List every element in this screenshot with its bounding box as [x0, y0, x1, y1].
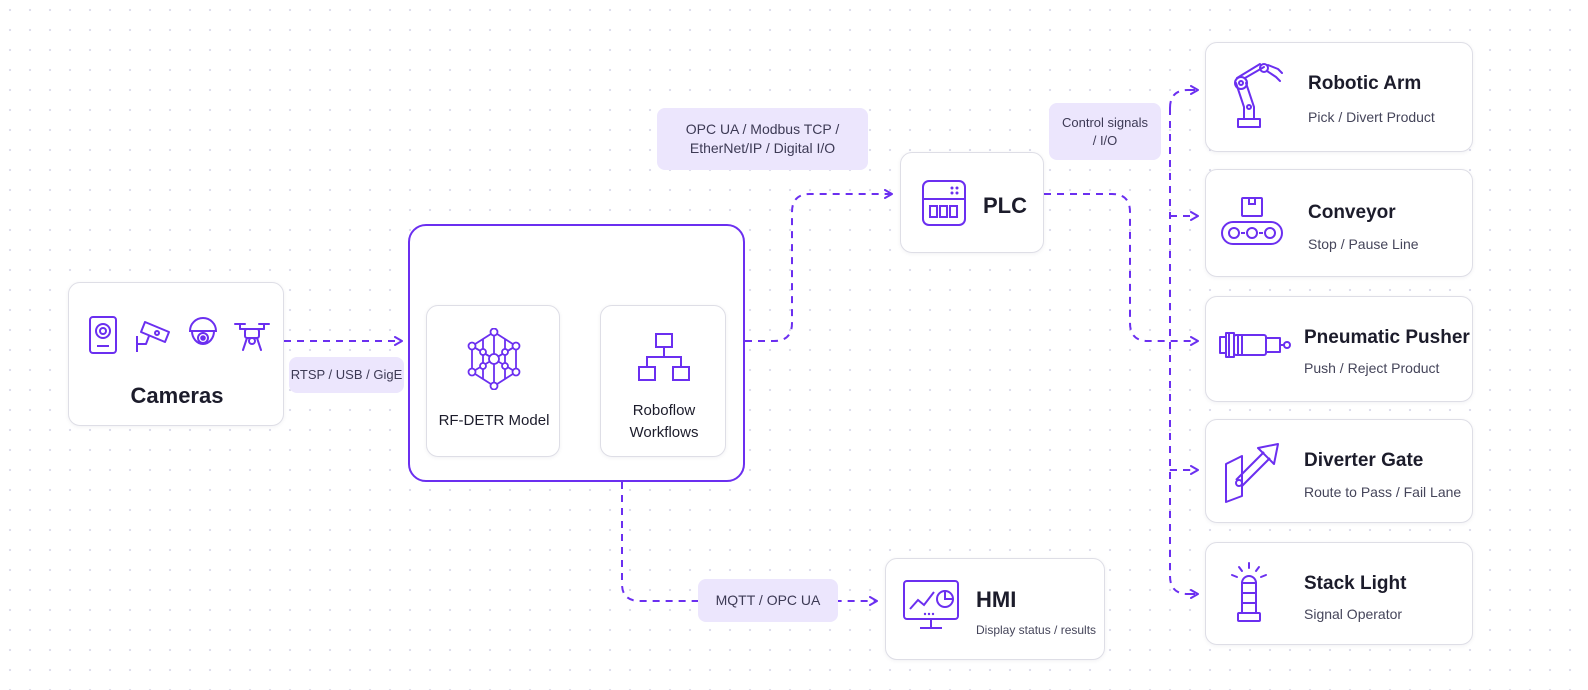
roboflow-workflows-label: Roboflow Workflows	[629, 402, 699, 441]
robotic-arm-subtitle: Pick / Divert Product	[1308, 109, 1435, 125]
plc-controller-icon	[921, 179, 967, 227]
webcam-icon	[87, 315, 119, 355]
cameras-link-label: RTSP / USB / GigE	[289, 357, 404, 393]
hmi-title: HMI	[976, 587, 1017, 612]
hmi-subtitle: Display status / results	[976, 623, 1097, 637]
hmi-protocol-label: MQTT / OPC UA	[698, 579, 838, 622]
monitor-dashboard-icon	[902, 579, 960, 631]
hmi-card: HMI Display status / results	[885, 558, 1105, 660]
plc-title: PLC	[983, 193, 1027, 218]
plc-protocol-label: OPC UA / Modbus TCP / EtherNet/IP / Digi…	[657, 108, 868, 170]
neural-network-icon	[464, 328, 524, 390]
device-card-diverter-gate: Diverter Gate Route to Pass / Fail Lane	[1205, 419, 1473, 523]
rf-detr-model-card: RF-DETR Model	[426, 305, 560, 457]
roboflow-workflows-card: Roboflow Workflows	[600, 305, 726, 457]
robotic-arm-title: Robotic Arm	[1308, 73, 1422, 94]
conveyor-icon	[1220, 196, 1284, 248]
conveyor-subtitle: Stop / Pause Line	[1308, 236, 1419, 252]
plc-card: PLC	[900, 152, 1044, 253]
stack-light-icon	[1226, 561, 1272, 625]
diverter-gate-icon	[1224, 442, 1286, 504]
pneumatic-pusher-icon	[1218, 325, 1292, 365]
conveyor-title: Conveyor	[1308, 202, 1396, 223]
device-signal-label: Control signals / I/O	[1049, 103, 1161, 160]
dome-camera-icon	[185, 317, 221, 353]
device-card-stack-light: Stack Light Signal Operator	[1205, 542, 1473, 645]
drone-camera-icon	[233, 319, 271, 353]
rf-detr-model-label: RF-DETR Model	[438, 412, 550, 429]
pneumatic-pusher-title: Pneumatic Pusher	[1304, 327, 1470, 348]
device-card-conveyor: Conveyor Stop / Pause Line	[1205, 169, 1473, 277]
workflow-hierarchy-icon	[637, 332, 691, 382]
connector-processor-to-hmi	[621, 482, 878, 606]
device-card-pneumatic-pusher: Pneumatic Pusher Push / Reject Product	[1205, 296, 1473, 402]
cameras-card: Cameras	[68, 282, 284, 426]
device-card-robotic-arm: Robotic Arm Pick / Divert Product	[1205, 42, 1473, 152]
cameras-title: Cameras	[130, 383, 224, 408]
connector-workflows-to-plc	[745, 189, 893, 342]
device-bus-line	[1169, 89, 1198, 109]
stack-light-subtitle: Signal Operator	[1304, 606, 1403, 622]
robotic-arm-icon	[1224, 61, 1284, 129]
diverter-gate-title: Diverter Gate	[1304, 450, 1424, 471]
pneumatic-pusher-subtitle: Push / Reject Product	[1304, 360, 1440, 376]
diverter-gate-subtitle: Route to Pass / Fail Lane	[1304, 484, 1462, 500]
device-bus-trunk	[1169, 108, 1198, 595]
stack-light-title: Stack Light	[1304, 573, 1407, 594]
cctv-camera-icon	[133, 316, 173, 356]
